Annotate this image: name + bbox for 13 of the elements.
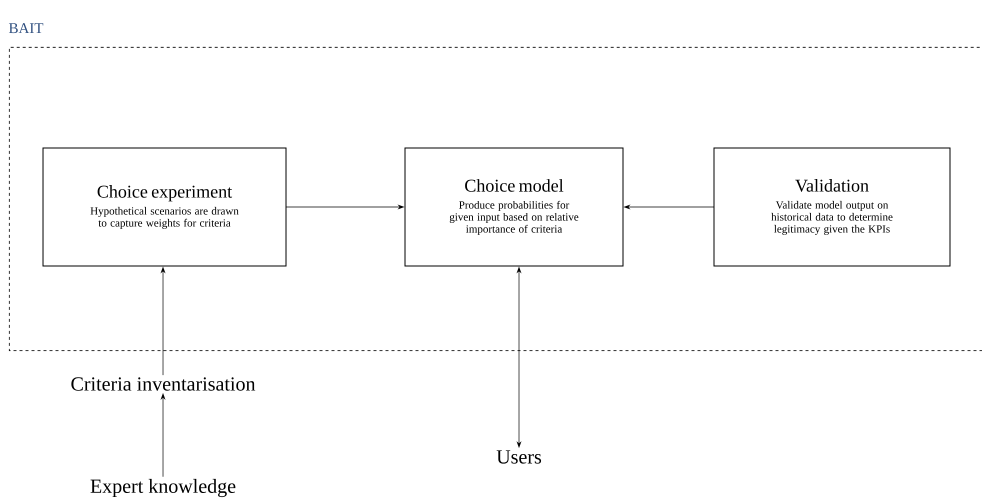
box-heading: Validation	[795, 179, 869, 192]
text-label: Criteria inventarisation	[71, 377, 256, 391]
text-label: Users	[496, 450, 542, 464]
box-heading: Choice experiment	[98, 185, 232, 202]
box-description: Produce probabilities for given input based on relative importance of criteria	[450, 200, 578, 235]
process-box	[404, 148, 624, 266]
text-label: Expert knowledge	[90, 478, 236, 498]
box-heading: Choice model	[465, 179, 564, 192]
heading: BAIT	[8, 23, 44, 34]
box-description: Hypothetical scenarios are drawn to capture weights for criteria	[90, 206, 239, 229]
process-box	[714, 148, 950, 266]
process-box	[42, 148, 286, 266]
box-description: Validate model output on historical data to determine legitimacy given the KPIs	[771, 200, 893, 235]
